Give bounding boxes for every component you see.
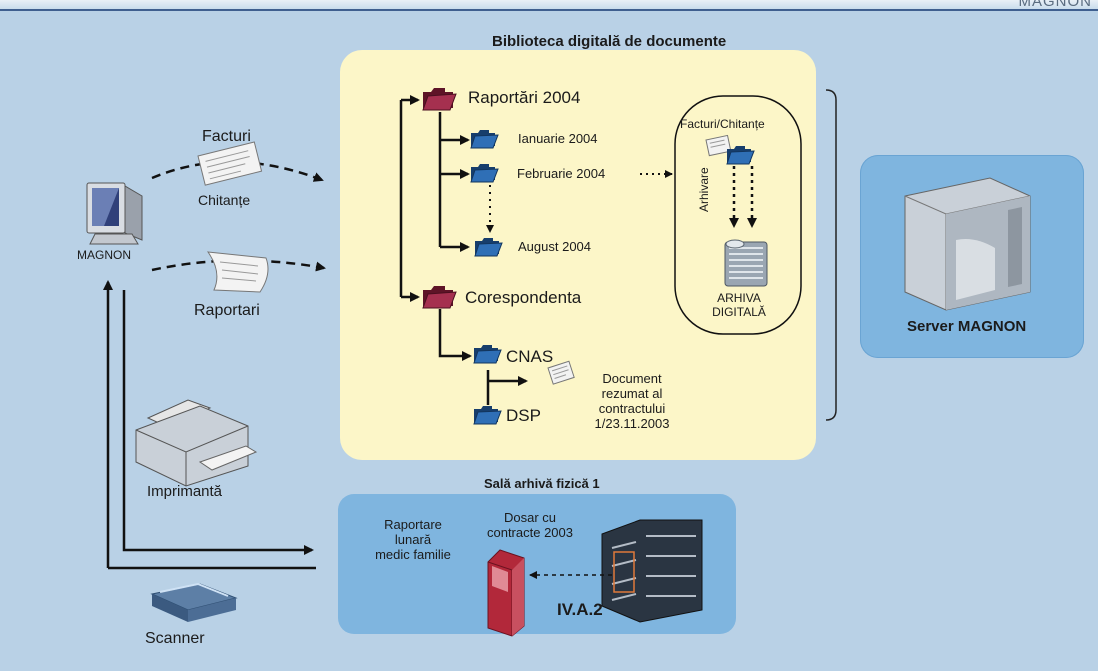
folder-blue-icon xyxy=(473,405,502,425)
physical-archive-title: Sală arhivă fizică 1 xyxy=(484,476,600,491)
document-icon xyxy=(547,360,575,385)
archiving-label: Arhivare xyxy=(697,167,711,212)
summary-document-label: Document rezumat al contractului 1/23.11… xyxy=(594,371,670,431)
tree-connectors xyxy=(399,95,528,405)
folder-red-icon xyxy=(422,87,457,111)
receipts-label: Chitanțe xyxy=(198,192,251,208)
report-flow-arrow xyxy=(151,259,326,272)
top-bar: MAGNON xyxy=(0,0,1098,11)
folder-label-february[interactable]: Februarie 2004 xyxy=(517,166,606,181)
server-label: Server MAGNON xyxy=(907,318,1027,335)
monthly-report-label: Raportare lunară medic familie xyxy=(375,517,451,562)
scanner-label: Scanner xyxy=(145,630,205,647)
folder-label-august[interactable]: August 2004 xyxy=(518,239,592,254)
folder-label-january[interactable]: Ianuarie 2004 xyxy=(518,131,598,146)
folder-blue-icon xyxy=(474,237,503,257)
printer-icon xyxy=(135,399,258,487)
contracts-folder-label: Dosar cu contracte 2003 xyxy=(486,510,573,540)
archive-documents-icon xyxy=(705,134,755,165)
folder-label-reports[interactable]: Raportări 2004 xyxy=(468,88,581,107)
reports-flow-label: Raportari xyxy=(194,302,260,319)
digital-archive-outline xyxy=(674,95,802,335)
digital-archive-label: ARHIVA DIGITALĂ xyxy=(712,291,766,319)
folder-label-correspondence[interactable]: Corespondenta xyxy=(465,288,582,307)
red-binder-icon xyxy=(487,549,525,637)
folder-label-cnas[interactable]: CNAS xyxy=(506,347,554,366)
archive-disks-icon xyxy=(724,239,768,287)
invoices-label: Facturi xyxy=(202,128,251,145)
brand-label: MAGNON xyxy=(1018,0,1092,10)
computer-icon xyxy=(86,182,143,245)
device-feedback-lines xyxy=(103,280,316,570)
printer-label: Imprimantă xyxy=(147,483,223,500)
invoice-paper-icon xyxy=(197,141,263,186)
library-title: Biblioteca digitală de documente xyxy=(492,33,727,50)
folder-blue-icon xyxy=(473,344,502,364)
report-paper-icon xyxy=(206,251,269,293)
archive-cabinet-icon xyxy=(601,519,703,623)
folder-blue-icon xyxy=(470,163,499,183)
folder-red-icon xyxy=(422,285,457,309)
location-code: IV.A.2 xyxy=(557,600,603,619)
bracket xyxy=(825,89,837,421)
server-icon xyxy=(904,177,1031,311)
folder-label-dsp[interactable]: DSP xyxy=(506,406,541,425)
archive-documents-label: Facturi/Chitanțe xyxy=(680,117,765,131)
computer-label: MAGNON xyxy=(77,248,131,262)
scanner-icon xyxy=(150,582,238,622)
folder-blue-icon xyxy=(470,129,499,149)
